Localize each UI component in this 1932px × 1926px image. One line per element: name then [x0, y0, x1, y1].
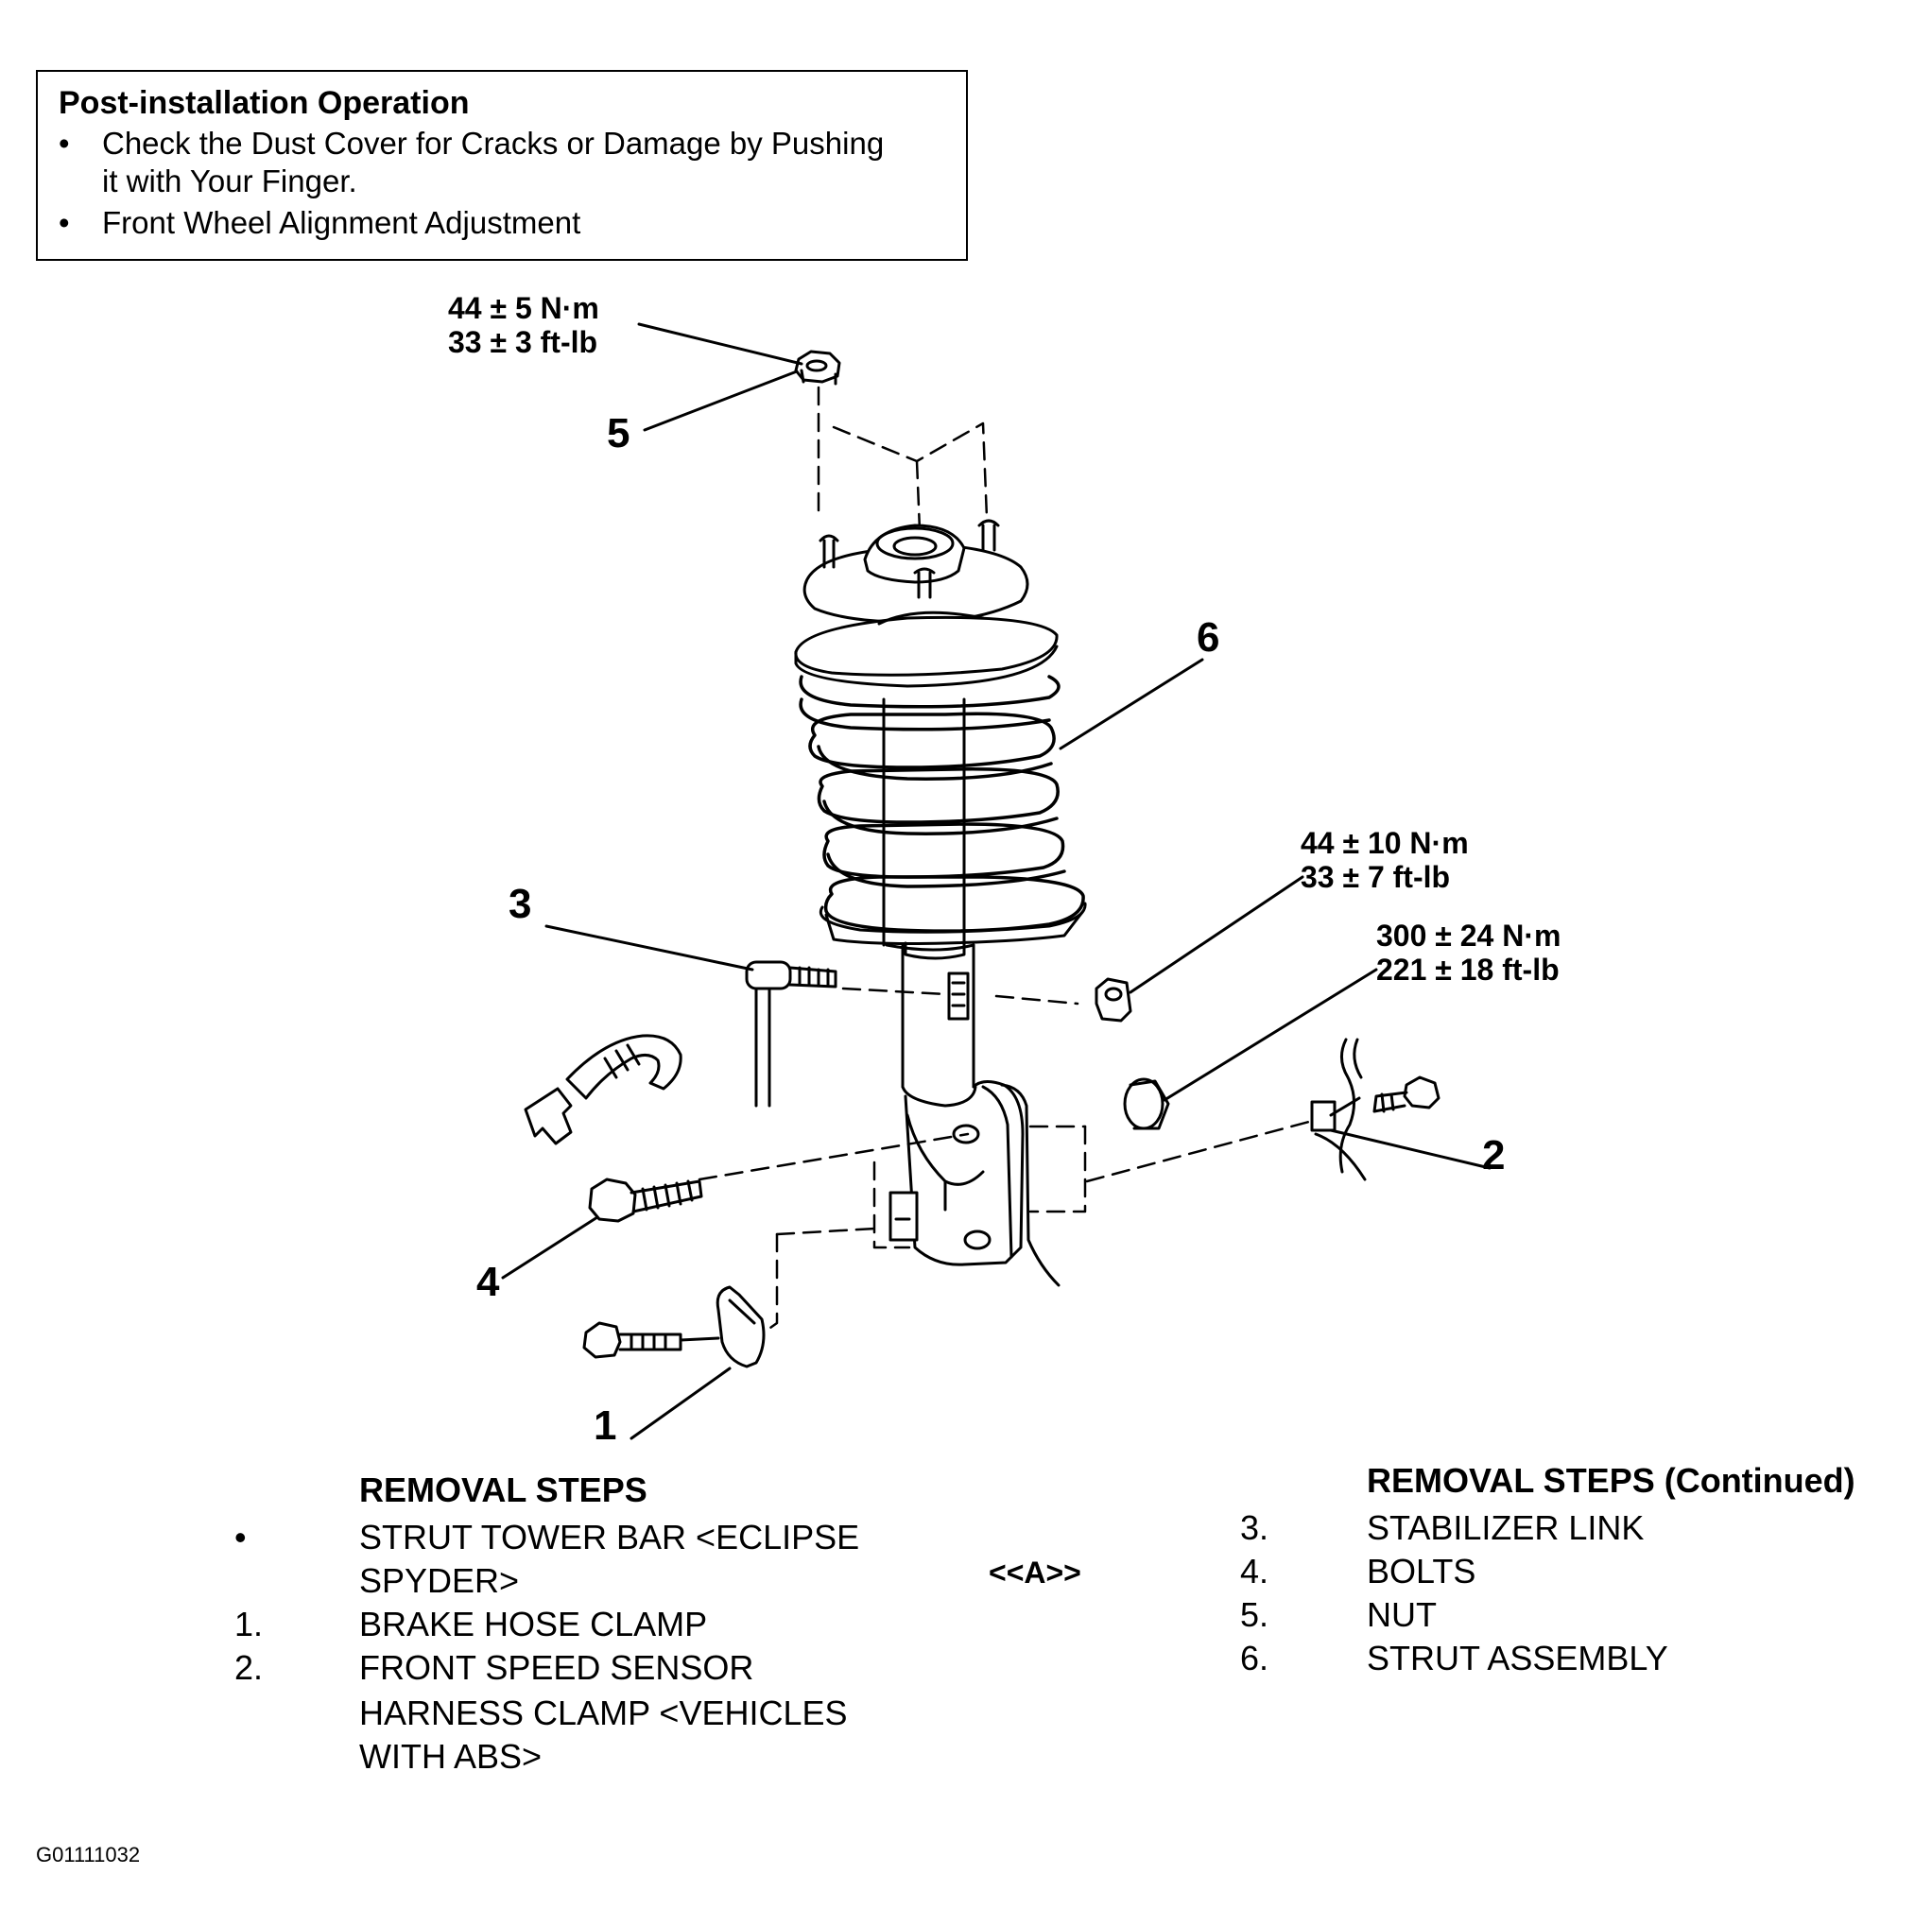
leader-line-torque-lower — [1163, 968, 1378, 1102]
figure-id: G01111032 — [36, 1843, 141, 1866]
torque-ftlb: 33 ± 7 ft-lb — [1301, 860, 1451, 894]
strut-lower-nut-part — [1123, 1077, 1170, 1130]
removal-step-text: NUT — [1367, 1595, 1437, 1634]
service-marker-a: <<A>> — [989, 1556, 1081, 1590]
bolt-part-4 — [588, 1178, 703, 1223]
callout-3: 3 — [509, 881, 532, 927]
post-installation-text: Check the Dust Cover for Cracks or Damag… — [102, 126, 885, 161]
leader-line-6 — [1059, 658, 1204, 750]
torque-ftlb: 33 ± 3 ft-lb — [448, 325, 598, 359]
strut-top-mount — [802, 519, 1029, 624]
post-installation-text: Front Wheel Alignment Adjustment — [102, 205, 581, 240]
speed-sensor-clamp-part — [1310, 1038, 1440, 1181]
leader-line-5 — [643, 370, 799, 432]
step-number: 2. — [234, 1648, 264, 1687]
leader-line-3 — [544, 924, 754, 972]
top-nut-part — [794, 350, 841, 386]
callout-4: 4 — [476, 1259, 500, 1305]
upper-spring-seat — [794, 610, 1059, 688]
bullet-icon: • — [59, 205, 70, 240]
post-installation-box: Post-installation Operation • Check the … — [36, 70, 968, 261]
step-number: 5. — [1240, 1595, 1269, 1634]
coil-spring — [799, 675, 1085, 933]
removal-step-text: HARNESS CLAMP <VEHICLES — [359, 1694, 848, 1732]
removal-step-text: WITH ABS> — [359, 1737, 543, 1776]
leader-line-2 — [1329, 1128, 1492, 1170]
brake-hose-part — [524, 1034, 682, 1145]
removal-step-text: STRUT TOWER BAR <ECLIPSE — [359, 1518, 860, 1556]
removal-step-text: FRONT SPEED SENSOR — [359, 1648, 754, 1687]
leader-line-4 — [501, 1215, 599, 1280]
strut-exploded-view — [501, 322, 1492, 1440]
post-installation-text: it with Your Finger. — [102, 163, 357, 198]
step-number: 4. — [1240, 1552, 1269, 1591]
bullet-icon: • — [234, 1518, 247, 1556]
stabilizer-link-part — [745, 960, 837, 1108]
post-installation-title: Post-installation Operation — [59, 85, 470, 121]
leader-line-torque-top — [637, 322, 803, 366]
removal-step-text: STABILIZER LINK — [1367, 1508, 1645, 1547]
step-number: 3. — [1240, 1508, 1269, 1547]
removal-steps-continued-title: REMOVAL STEPS (Continued) — [1367, 1461, 1855, 1500]
bullet-icon: • — [59, 126, 70, 161]
callout-6: 6 — [1197, 614, 1220, 661]
removal-step-text: BOLTS — [1367, 1552, 1476, 1591]
removal-steps-title: REMOVAL STEPS — [359, 1470, 647, 1509]
strut-shock-body — [882, 697, 975, 1089]
torque-spec-stabilizer-nut: 44 ± 10 N·m 33 ± 7 ft-lb — [1301, 826, 1469, 894]
torque-nm: 44 ± 10 N·m — [1301, 826, 1469, 860]
alignment-lines-lower — [698, 987, 1321, 1334]
strut-knuckle-bracket — [888, 1080, 1061, 1287]
torque-spec-strut-lower-nut: 300 ± 24 N·m 221 ± 18 ft-lb — [1376, 919, 1561, 987]
removal-step-text: BRAKE HOSE CLAMP — [359, 1605, 708, 1643]
removal-step-text: STRUT ASSEMBLY — [1367, 1639, 1668, 1677]
stabilizer-nut-part — [1095, 977, 1132, 1023]
torque-nm: 300 ± 24 N·m — [1376, 919, 1561, 953]
leader-line-1 — [630, 1367, 732, 1440]
callout-5: 5 — [607, 410, 630, 456]
removal-step-text: SPYDER> — [359, 1561, 520, 1600]
callout-1: 1 — [594, 1402, 617, 1449]
torque-ftlb: 221 ± 18 ft-lb — [1376, 953, 1560, 987]
torque-spec-top-nut: 44 ± 5 N·m 33 ± 3 ft-lb — [448, 291, 599, 359]
callout-2: 2 — [1482, 1132, 1506, 1178]
torque-nm: 44 ± 5 N·m — [448, 291, 599, 325]
lower-spring-seat — [819, 902, 1087, 960]
step-number: 1. — [234, 1605, 264, 1643]
leader-line-torque-stab — [1129, 875, 1304, 994]
brake-hose-clamp-part — [582, 1285, 766, 1368]
step-number: 6. — [1240, 1639, 1269, 1677]
